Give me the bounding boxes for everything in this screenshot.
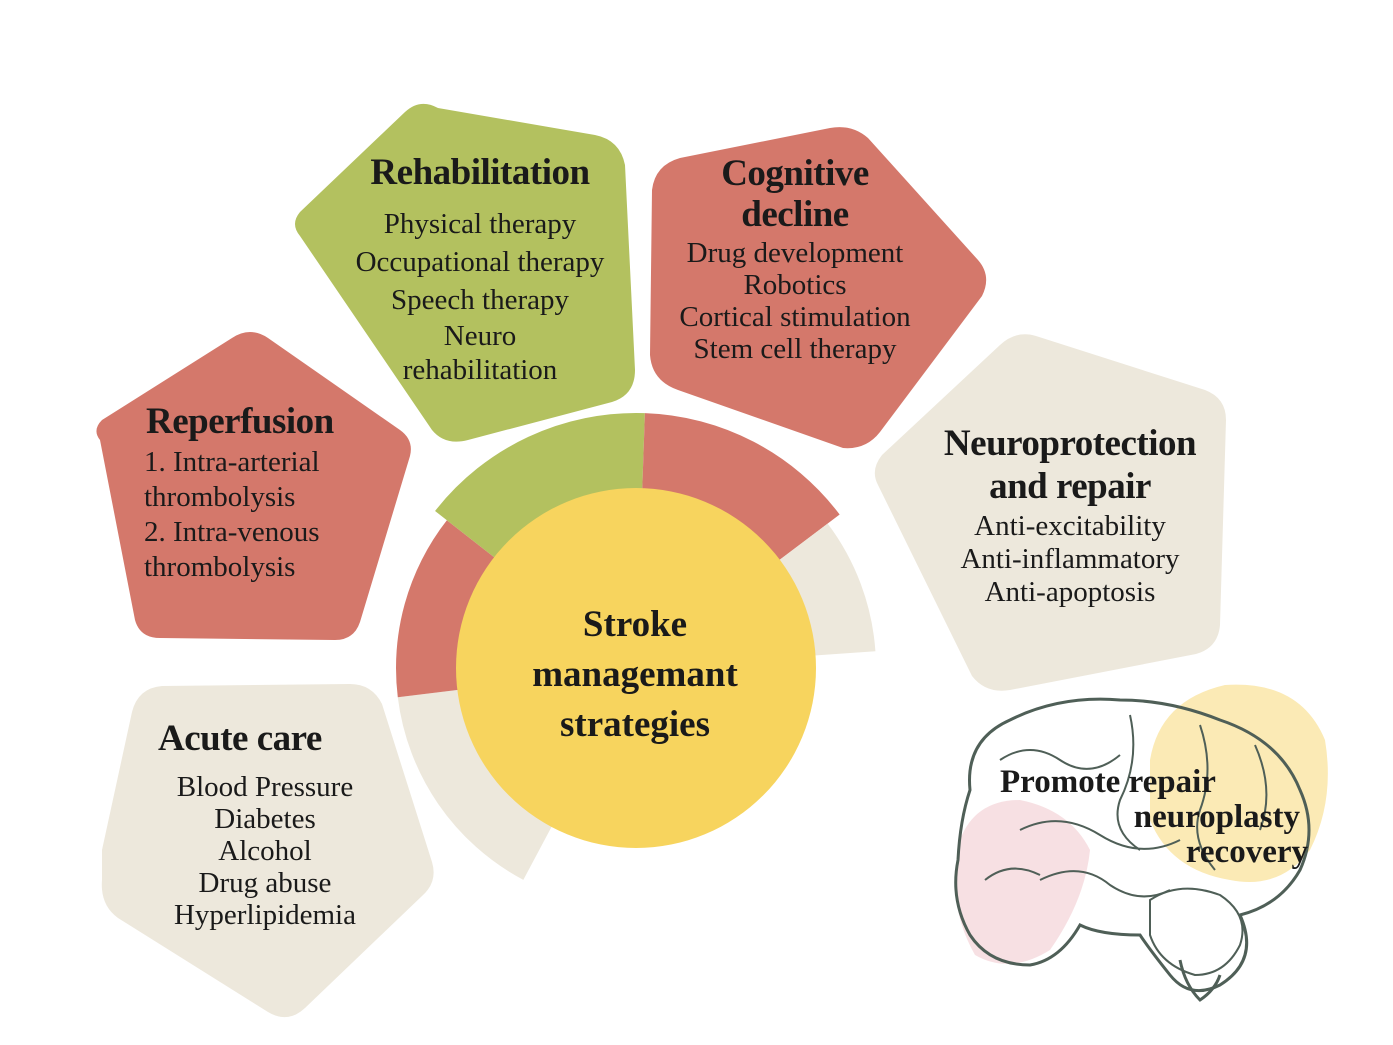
neuroprotection-items: Anti-excitability Anti-inflammatory Anti… — [920, 510, 1220, 609]
cognitive-title-line: decline — [741, 194, 849, 235]
ring-segment-beige-left — [397, 688, 557, 880]
brain-outline — [954, 697, 1311, 993]
neuroprotection-title-line: Neuroprotection — [943, 423, 1197, 464]
ring-segment-green — [435, 412, 645, 564]
neuroprotection-box: Neuroprotection and repair Anti-excitabi… — [920, 422, 1220, 609]
acute-box: Acute care Blood Pressure Diabetes Alcoh… — [120, 718, 410, 931]
list-item: Cortical stimulation — [679, 301, 911, 333]
rehabilitation-items: Physical therapy Occupational therapy Sp… — [320, 205, 640, 387]
neuroprotection-title-line: and repair — [989, 466, 1151, 507]
reperfusion-title: Reperfusion — [146, 401, 334, 442]
list-item: Robotics — [743, 269, 847, 301]
list-item: Speech therapy — [391, 284, 569, 316]
center-label-line: Stroke — [582, 604, 688, 645]
acute-title: Acute care — [158, 718, 322, 759]
brain-label-line: neuroplasty — [1133, 799, 1300, 835]
brain-brainstem — [1178, 959, 1222, 1002]
list-item: Diabetes — [214, 803, 316, 835]
list-item: Drug abuse — [198, 867, 332, 899]
brain-fold-3 — [1039, 870, 1171, 898]
brain-yellow-highlight — [1150, 684, 1328, 882]
list-item: Drug development — [686, 237, 904, 269]
list-item: 1. Intra-arterial — [144, 446, 320, 478]
list-item: Anti-inflammatory — [960, 543, 1180, 575]
brain-fold-7 — [984, 867, 1041, 881]
list-item: Blood Pressure — [176, 771, 354, 803]
reperfusion-pentagon — [96, 332, 411, 640]
list-item: Anti-excitability — [974, 510, 1166, 542]
brain-fold-1 — [999, 749, 1121, 770]
cognitive-title-line: Cognitive — [721, 153, 869, 194]
ring-segment-beige-right — [771, 523, 876, 657]
list-item: Neuro — [443, 320, 517, 352]
list-item: rehabilitation — [402, 354, 558, 386]
cognitive-pentagon — [650, 127, 987, 449]
rehabilitation-title: Rehabilitation — [370, 152, 590, 193]
list-item: Occupational therapy — [355, 246, 605, 278]
brain-label-line: Promote repair — [1000, 764, 1216, 800]
list-item: Anti-apoptosis — [984, 576, 1156, 608]
ring-segment-red-left — [396, 520, 503, 698]
center-label-line: strategies — [560, 704, 710, 745]
brain-label: Promote repair neuroplasty recovery — [990, 765, 1320, 870]
brain-pink-highlight — [955, 800, 1090, 964]
brain-fold-2 — [1019, 820, 1181, 850]
list-item: 2. Intra-venous — [144, 516, 320, 548]
ring-segment-red-right — [641, 413, 840, 566]
reperfusion-items: 1. Intra-arterial thrombolysis 2. Intra-… — [140, 445, 380, 585]
acute-pentagon — [101, 684, 434, 1018]
center-label-line: managemant — [532, 654, 738, 695]
cognitive-box: Cognitive decline Drug development Robot… — [650, 153, 940, 365]
brain-label-line: recovery — [1185, 834, 1308, 870]
list-item: Physical therapy — [383, 208, 577, 240]
center-circle — [456, 488, 816, 848]
rehabilitation-pentagon — [295, 103, 635, 442]
list-item: Stem cell therapy — [693, 333, 897, 365]
list-item: thrombolysis — [144, 481, 296, 513]
brain-cerebellum — [1149, 887, 1244, 977]
list-item: thrombolysis — [144, 551, 296, 583]
rehabilitation-box: Rehabilitation Physical therapy Occupati… — [320, 152, 640, 387]
reperfusion-box: Reperfusion 1. Intra-arterial thrombolys… — [140, 401, 380, 585]
brain-fold-4 — [1116, 714, 1141, 851]
center-ring — [396, 412, 876, 880]
brain-fold-6 — [1254, 744, 1268, 831]
neuroprotection-pentagon — [874, 334, 1226, 691]
list-item: Alcohol — [218, 835, 312, 867]
list-item: Hyperlipidemia — [173, 899, 356, 931]
brain-fold-5 — [1196, 724, 1216, 871]
acute-items: Blood Pressure Diabetes Alcohol Drug abu… — [120, 771, 410, 931]
brain-illustration — [954, 684, 1328, 1002]
center-label: Stroke managemant strategies — [480, 600, 790, 750]
cognitive-items: Drug development Robotics Cortical stimu… — [650, 237, 940, 365]
